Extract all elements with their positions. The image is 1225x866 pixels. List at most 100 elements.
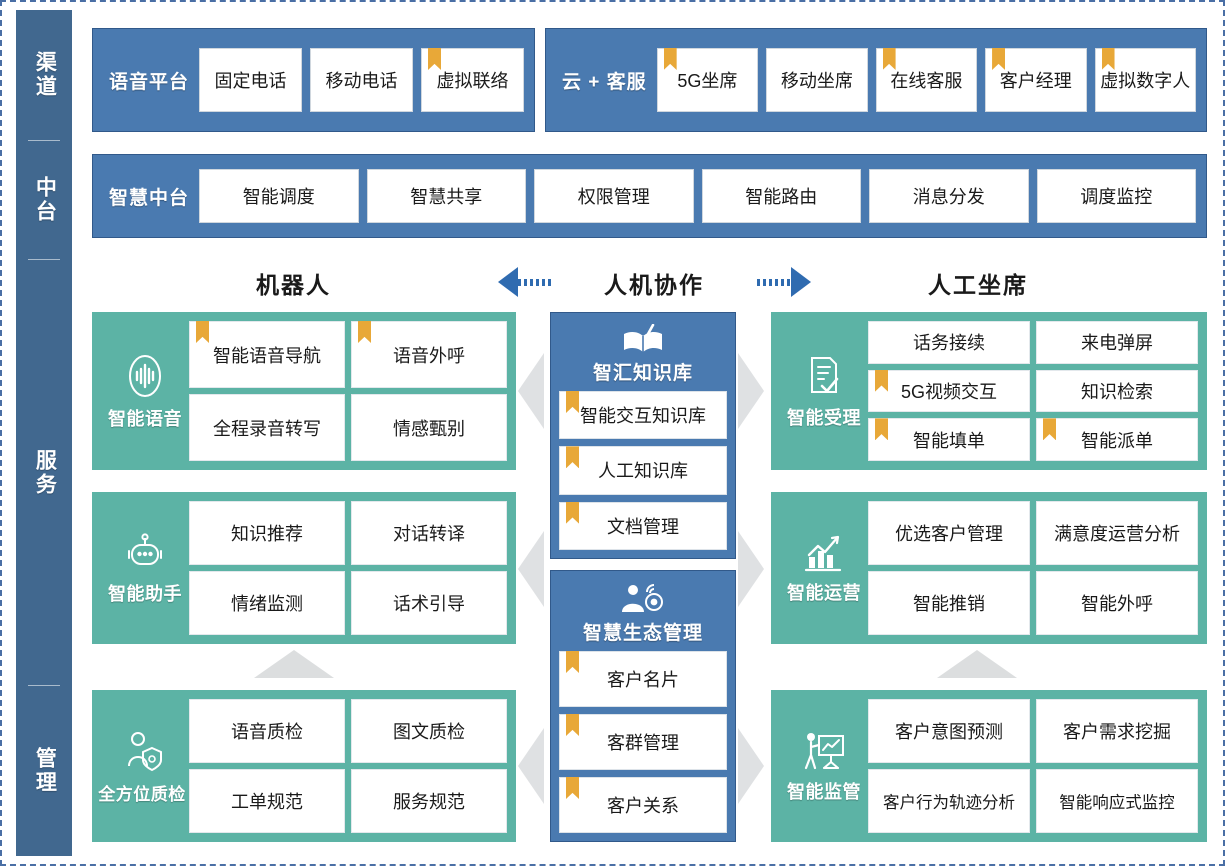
cell-emotion-monitoring[interactable]: 情绪监测 [189,571,345,635]
item-label: 文档管理 [607,516,679,537]
group-intelligent-assistant: 智能助手 知识推荐 对话转译 情绪监测 话术引导 [92,492,516,644]
chip-smart-sharing[interactable]: 智慧共享 [366,169,527,223]
cell-knowledge-retrieval[interactable]: 知识检索 [1036,369,1198,413]
sidebar-section-midplatform[interactable]: 中台 [16,141,72,259]
group-knowledge-base: 智汇知识库 智能交互知识库 人工知识库 文档管理 [550,312,736,559]
chip-label: 虚拟联络 [436,71,509,91]
group-intelligent-acceptance: 智能受理 话务接续 来电弹屏 5G视频交互 知识检索 智能填单 智能派单 [771,312,1207,470]
cell-label: 工单规范 [231,792,303,812]
cell-5g-video-interaction[interactable]: 5G视频交互 [868,369,1030,413]
cell-label: 优选客户管理 [895,524,1003,544]
chip-label: 虚拟数字人 [1100,71,1191,91]
header-human-agent: 人工坐席 [928,272,1028,298]
cell-label: 图文质检 [393,722,465,742]
cell-call-connection[interactable]: 话务接续 [868,321,1030,364]
document-check-icon [802,352,846,400]
midplatform-items: 智能调度 智慧共享 权限管理 智能路由 消息分发 调度监控 [199,169,1197,223]
item-customer-relationship[interactable]: 客户关系 [559,777,727,833]
voice-waveform-icon [123,351,167,401]
sidebar-divider-1 [28,140,60,141]
chip-fixed-phone[interactable]: 固定电话 [199,48,303,112]
sidebar-section-channel[interactable]: 渠道 [16,10,72,140]
item-customer-group-management[interactable]: 客群管理 [559,714,727,770]
sidebar-section-service[interactable]: 服务 [16,260,72,685]
midplatform-band: 智慧中台 智能调度 智慧共享 权限管理 智能路由 消息分发 调度监控 [92,154,1207,238]
header-human-machine-collab: 人机协作 [604,272,704,298]
cell-customer-behavior-trajectory-analysis[interactable]: 客户行为轨迹分析 [868,769,1030,833]
cell-label: 语音质检 [231,722,303,742]
cell-smart-responsive-monitoring[interactable]: 智能响应式监控 [1036,769,1198,833]
item-label: 客群管理 [607,733,679,753]
cell-text-image-quality-inspection[interactable]: 图文质检 [351,699,507,763]
arrow-left-icon [498,267,518,297]
chip-account-manager[interactable]: 客户经理 [985,48,1087,112]
arrow-right-dashes [757,278,791,286]
item-customer-card[interactable]: 客户名片 [559,651,727,707]
group-title: 智汇知识库 [592,363,693,384]
chip-dispatch-monitoring[interactable]: 调度监控 [1036,169,1197,223]
cell-script-guidance[interactable]: 话术引导 [351,571,507,635]
cloud-service-items: 5G坐席 移动坐席 在线客服 客户经理 虚拟数字人 [656,48,1196,112]
item-document-management[interactable]: 文档管理 [559,501,727,550]
connector-left-assistant [518,531,544,607]
midplatform-title: 智慧中台 [109,187,190,209]
cell-service-standard[interactable]: 服务规范 [351,769,507,833]
chip-label: 权限管理 [577,187,650,207]
cell-smart-dispatch-order[interactable]: 智能派单 [1036,418,1198,461]
voice-platform-items: 固定电话 移动电话 虚拟联络 [199,48,525,112]
group-title: 智能受理 [787,408,861,428]
cell-smart-marketing[interactable]: 智能推销 [868,571,1030,635]
cell-voice-outbound[interactable]: 语音外呼 [351,321,507,388]
group-title: 智能监管 [787,782,861,802]
cell-label: 全程录音转写 [213,418,321,439]
chip-virtual-human[interactable]: 虚拟数字人 [1094,48,1196,112]
cell-dialogue-translation[interactable]: 对话转译 [351,501,507,565]
chip-smart-dispatch[interactable]: 智能调度 [199,169,359,223]
group-knowledge-base-header: 智汇知识库 [559,320,727,391]
chip-mobile-phone[interactable]: 移动电话 [310,48,414,112]
cell-label: 智能派单 [1081,430,1153,451]
chip-5g-agent[interactable]: 5G坐席 [656,48,759,112]
chip-mobile-agent[interactable]: 移动坐席 [766,48,868,112]
chip-smart-routing[interactable]: 智能路由 [701,169,862,223]
cell-satisfaction-operation-analysis[interactable]: 满意度运营分析 [1036,501,1198,565]
cell-customer-intent-prediction[interactable]: 客户意图预测 [868,699,1030,763]
chip-label: 固定电话 [214,71,287,91]
cell-preferred-customer-management[interactable]: 优选客户管理 [868,501,1030,565]
chip-online-service[interactable]: 在线客服 [875,48,978,112]
group-full-quality-inspection-label: 全方位质检 [98,699,189,833]
cell-voice-quality-inspection[interactable]: 语音质检 [189,699,345,763]
item-manual-kb[interactable]: 人工知识库 [559,446,727,495]
sidebar-section-management[interactable]: 管理 [16,686,72,856]
cell-full-recording-transcription[interactable]: 全程录音转写 [189,394,345,461]
arrow-left-dashes [518,278,552,286]
chip-label: 客户经理 [999,71,1072,91]
connector-up-right [937,650,1017,678]
connector-right-operation [738,531,764,607]
cell-knowledge-recommendation[interactable]: 知识推荐 [189,501,345,565]
cell-ticket-standard[interactable]: 工单规范 [189,769,345,833]
chip-message-distribution[interactable]: 消息分发 [869,169,1029,223]
connector-right-acceptance [738,353,764,429]
sidebar-section-midplatform-label: 中台 [33,176,57,224]
cell-smart-voice-navigation[interactable]: 智能语音导航 [189,321,345,388]
group-title: 全方位质检 [98,784,186,804]
chip-virtual-contact[interactable]: 虚拟联络 [421,48,525,112]
group-eco-management-header: 智慧生态管理 [559,578,727,651]
cell-emotion-discrimination[interactable]: 情感甄别 [351,394,507,461]
user-network-icon [617,582,669,616]
cell-smart-form-filling[interactable]: 智能填单 [868,418,1030,461]
cell-customer-demand-mining[interactable]: 客户需求挖掘 [1036,699,1198,763]
cell-label: 知识检索 [1081,381,1153,402]
cell-incoming-call-popup[interactable]: 来电弹屏 [1036,321,1198,364]
chip-permission-management[interactable]: 权限管理 [534,169,694,223]
group-intelligent-operation-grid: 优选客户管理 满意度运营分析 智能推销 智能外呼 [868,501,1198,635]
group-intelligent-voice-grid: 智能语音导航 语音外呼 全程录音转写 情感甄别 [189,321,507,461]
chip-label: 调度监控 [1080,187,1153,207]
item-label: 智能交互知识库 [580,406,706,427]
sidebar-divider-2 [28,259,60,260]
group-intelligent-voice-label: 智能语音 [101,321,189,461]
cell-smart-outbound[interactable]: 智能外呼 [1036,571,1198,635]
group-full-quality-inspection-grid: 语音质检 图文质检 工单规范 服务规范 [189,699,507,833]
item-smart-interaction-kb[interactable]: 智能交互知识库 [559,391,727,440]
